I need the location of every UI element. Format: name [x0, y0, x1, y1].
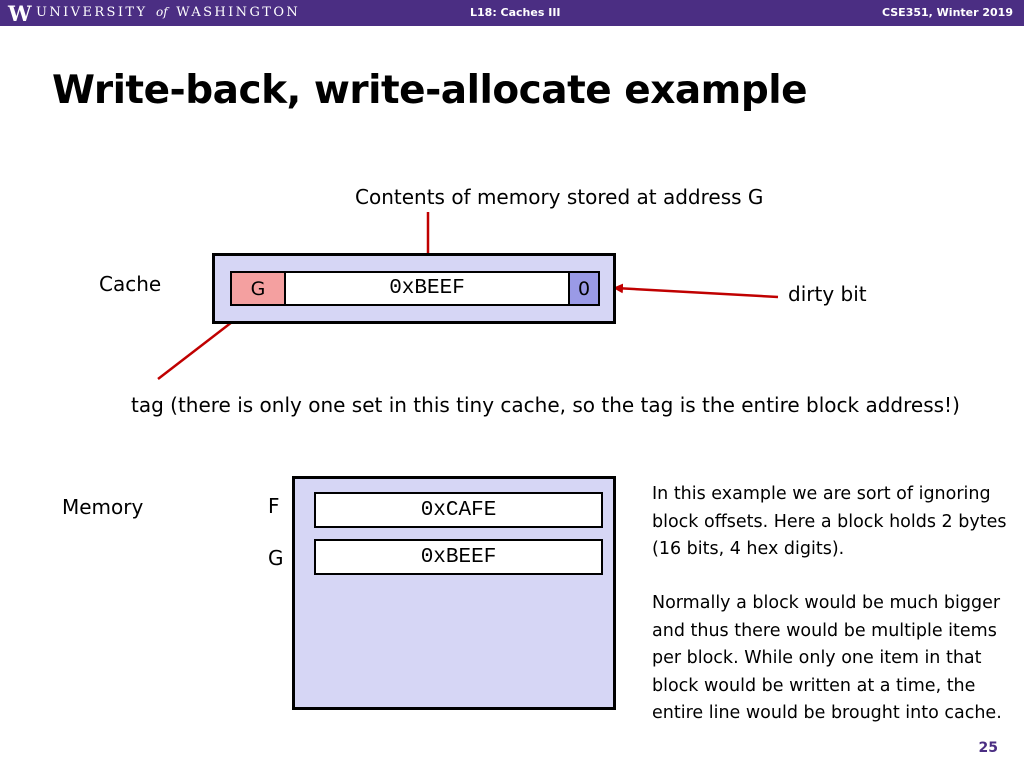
- dirty-bit-arrow: [613, 283, 779, 299]
- memory-address-f: F: [268, 494, 280, 518]
- lecture-title: L18: Caches III: [470, 6, 561, 19]
- cache-data-cell: 0xBEEF: [284, 271, 570, 306]
- course-name: CSE351, Winter 2019: [881, 6, 1013, 19]
- page-number: 25: [978, 740, 998, 756]
- dirty-bit-cell: 0: [568, 271, 600, 306]
- slide-title: Write-back, write-allocate example: [52, 68, 808, 113]
- memory-label: Memory: [62, 495, 144, 519]
- note-paragraph-2: Normally a block would be much bigger an…: [652, 593, 1002, 723]
- memory-address-g: G: [268, 546, 284, 570]
- cache-tag-cell: G: [230, 271, 286, 306]
- dirty-bit-label: dirty bit: [788, 282, 867, 306]
- uw-logo-icon: W: [8, 1, 32, 26]
- tag-label: tag (there is only one set in this tiny …: [131, 393, 960, 417]
- memory-cell-f: 0xCAFE: [314, 492, 603, 528]
- header-bar: W UNIVERSITY of WASHINGTON L18: Caches I…: [0, 0, 1024, 26]
- memory-cell-g: 0xBEEF: [314, 539, 603, 575]
- note-paragraph-1: In this example we are sort of ignoring …: [652, 484, 1007, 559]
- university-name: UNIVERSITY of WASHINGTON: [36, 5, 301, 20]
- contents-label: Contents of memory stored at address G: [355, 185, 764, 209]
- cache-label: Cache: [99, 272, 162, 296]
